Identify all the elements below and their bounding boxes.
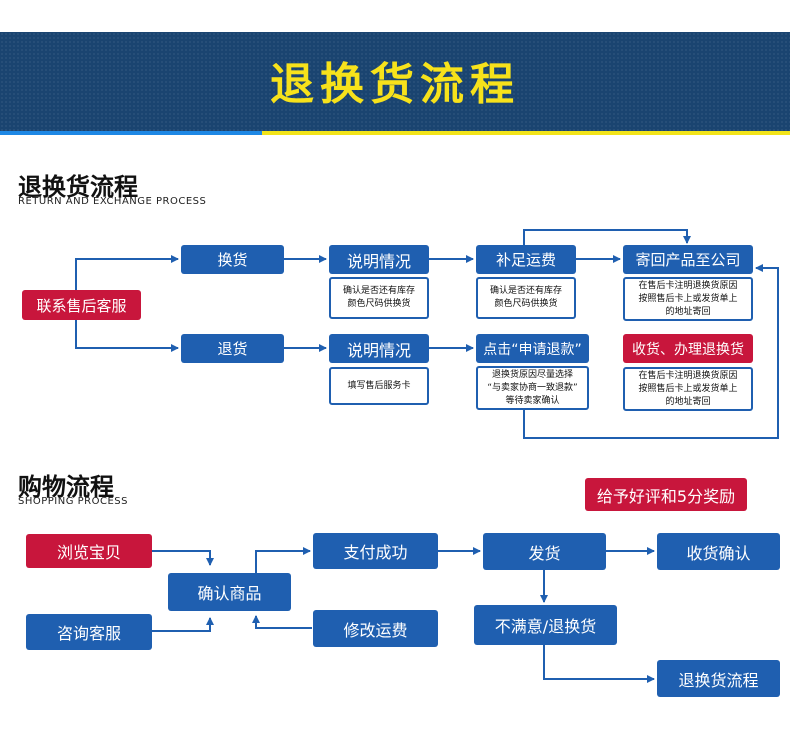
apply-refund-box: 点击“申请退款” xyxy=(476,334,589,363)
browse-box: 浏览宝贝 xyxy=(26,534,152,568)
send-back-note: 在售后卡注明退换货原因按照售后卡上或发货单上的地址寄回 xyxy=(623,277,753,321)
connector-contact-refund xyxy=(75,320,179,352)
return-process-box: 退换货流程 xyxy=(657,660,780,697)
connector-unsatisfied-return xyxy=(543,645,655,683)
note-line: 的地址寄回 xyxy=(665,306,711,317)
explain-note-1: 确认是否还有库存颜色尺码供换货 xyxy=(329,277,429,319)
note-line: 等待卖家确认 xyxy=(505,395,560,406)
note-line: 的地址寄回 xyxy=(665,396,711,407)
banner-stripe-yellow xyxy=(262,131,790,135)
note-line: 确认是否还有库存 xyxy=(489,286,562,296)
confirm-goods-box: 确认商品 xyxy=(168,573,291,611)
unsatisfied-return-box: 不满意/退换货 xyxy=(474,605,617,645)
banner-stripe-blue xyxy=(0,131,262,135)
receive-note: 在售后卡注明退换货原因按照售后卡上或发货单上的地址寄回 xyxy=(623,367,753,411)
receive-exchange-box: 收货、办理退换货 xyxy=(623,334,753,363)
ship-box: 发货 xyxy=(483,533,606,570)
connector-apply-loop xyxy=(523,264,779,439)
connector-pay-sendback-top xyxy=(523,229,691,245)
connector-consult-confirm xyxy=(152,617,214,632)
connector-browse-confirm xyxy=(152,550,214,566)
consult-service-box: 咨询客服 xyxy=(26,614,152,650)
send-back-box: 寄回产品至公司 xyxy=(623,245,753,274)
note-line: 颜色尺码供换货 xyxy=(494,299,558,309)
banner-background xyxy=(0,32,790,132)
header-banner: 退换货流程 xyxy=(0,0,790,137)
explain-situation-box-2: 说明情况 xyxy=(329,334,429,363)
note-line: 在售后卡注明退换货原因 xyxy=(638,280,738,291)
confirm-receipt-box: 收货确认 xyxy=(657,533,780,570)
shopping-section-subtitle: SHOPPING PROCESS xyxy=(18,496,129,507)
contact-service-box: 联系售后客服 xyxy=(22,290,141,320)
connector-modify-confirm xyxy=(252,615,312,629)
apply-refund-note: 退换货原因尽量选择 “与卖家协商一致退款” 等待卖家确认 xyxy=(476,366,589,410)
modify-shipping-box: 修改运费 xyxy=(313,610,438,647)
note-line: 退换货原因尽量选择 xyxy=(491,369,573,380)
banner-title: 退换货流程 xyxy=(270,59,520,110)
returns-section-title: 退换货流程 xyxy=(18,173,138,201)
returns-section-subtitle: RETURN AND EXCHANGE PROCESS xyxy=(18,196,207,207)
note-line: 确认是否还有库存 xyxy=(342,286,415,296)
note-line: 填写售后服务卡 xyxy=(347,380,411,391)
note-line: 按照售后卡上或发货单上 xyxy=(638,293,738,304)
note-line: “与卖家协商一致退款” xyxy=(487,382,578,393)
exchange-box: 换货 xyxy=(181,245,284,274)
refund-box: 退货 xyxy=(181,334,284,363)
pay-shipping-note: 确认是否还有库存颜色尺码供换货 xyxy=(476,277,576,319)
connector-confirm-paid xyxy=(255,547,311,573)
connector-contact-exchange xyxy=(75,255,179,290)
note-line: 在售后卡注明退换货原因 xyxy=(638,370,738,381)
payment-success-box: 支付成功 xyxy=(313,533,438,569)
note-line: 按照售后卡上或发货单上 xyxy=(638,383,738,394)
explain-note-2: 填写售后服务卡 xyxy=(329,367,429,405)
shopping-section-title: 购物流程 xyxy=(18,473,114,501)
pay-shipping-box: 补足运费 xyxy=(476,245,576,274)
explain-situation-box-1: 说明情况 xyxy=(329,245,429,274)
reward-box: 给予好评和5分奖励 xyxy=(585,478,747,511)
note-line: 颜色尺码供换货 xyxy=(347,299,411,309)
